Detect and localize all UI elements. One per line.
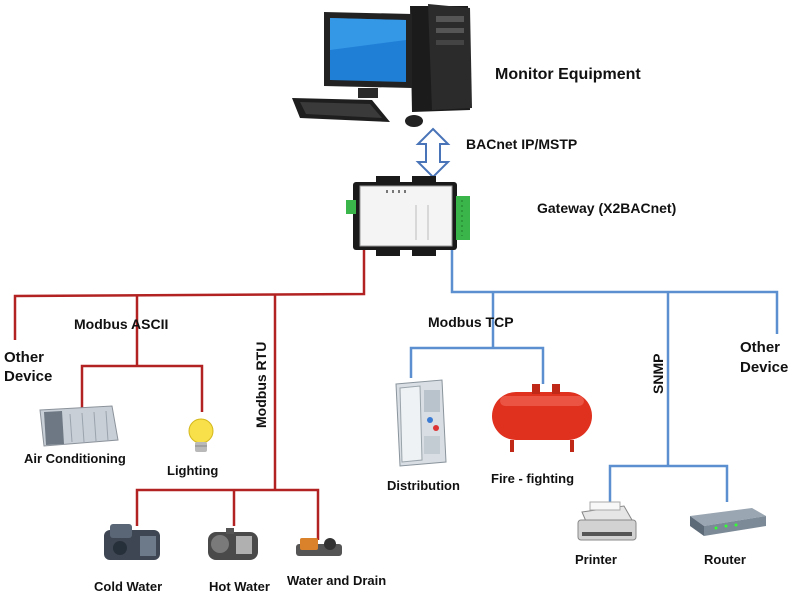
water-drain-label: Water and Drain <box>287 573 386 588</box>
red-serial-lines <box>13 250 366 540</box>
desktop-computer-icon <box>292 4 472 127</box>
snmp-label: SNMP <box>650 354 666 394</box>
distribution-cabinet-icon <box>395 379 447 467</box>
boiler-icon <box>208 528 258 560</box>
gateway-device-icon <box>346 176 470 256</box>
light-bulb-icon <box>188 418 214 452</box>
air-conditioner-icon <box>39 405 119 447</box>
blue-ip-lines <box>409 250 779 502</box>
modbus-tcp-label: Modbus TCP <box>428 314 514 330</box>
gateway-label: Gateway (X2BACnet) <box>537 200 676 216</box>
hot-water-label: Hot Water <box>209 579 270 594</box>
bacnet-label: BACnet IP/MSTP <box>466 136 577 152</box>
other-device-right-label-line2: Device <box>740 359 788 376</box>
air-conditioning-label: Air Conditioning <box>24 451 126 466</box>
fire-tank-icon <box>492 384 592 452</box>
modbus-ascii-label: Modbus ASCII <box>74 316 168 332</box>
lighting-label: Lighting <box>167 463 218 478</box>
router-label: Router <box>704 552 746 567</box>
fire-fighting-label: Fire - fighting <box>491 471 574 486</box>
monitor-equipment-label: Monitor Equipment <box>495 66 641 83</box>
cold-water-label: Cold Water <box>94 579 162 594</box>
distribution-label: Distribution <box>387 478 460 493</box>
printer-icon <box>577 501 637 541</box>
chiller-icon <box>104 524 160 560</box>
router-icon <box>690 508 766 536</box>
double-arrow-icon <box>415 127 451 179</box>
modbus-rtu-label: Modbus RTU <box>253 342 269 428</box>
printer-label: Printer <box>575 552 617 567</box>
other-device-left-label-line1: Other <box>4 349 44 366</box>
other-device-left-label-line2: Device <box>4 368 52 385</box>
pump-icon <box>296 538 342 556</box>
other-device-right-label-line1: Other <box>740 339 780 356</box>
